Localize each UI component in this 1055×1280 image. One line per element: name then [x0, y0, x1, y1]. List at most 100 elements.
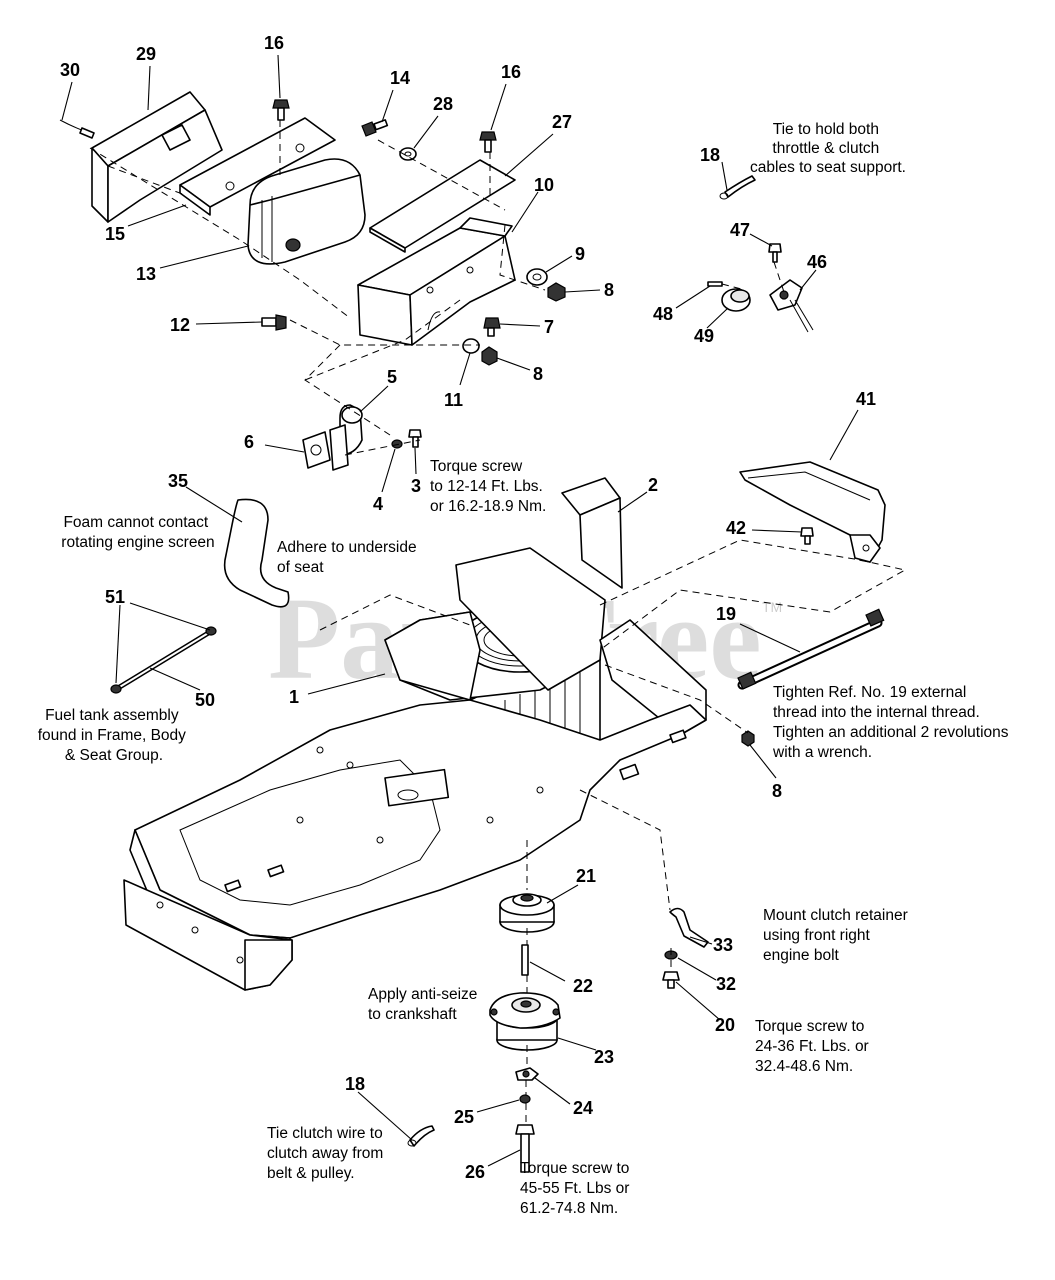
notes: Tie to hold both throttle & clutch cable… — [38, 121, 1013, 1217]
belt-guard-41 — [739, 461, 886, 563]
nut-8-right — [741, 730, 755, 747]
seat-foam-35 — [223, 498, 290, 608]
callout-18-b: 18 — [345, 1074, 365, 1094]
note-tie-clutch-wire: Tie clutch wire to clutch away from belt… — [267, 1125, 388, 1182]
callout-12: 12 — [170, 315, 190, 335]
callout-32: 32 — [716, 974, 736, 994]
callout-24: 24 — [573, 1098, 593, 1118]
bolt-26 — [515, 1124, 535, 1173]
callout-30: 30 — [60, 60, 80, 80]
gasket-6 — [302, 431, 331, 469]
note-fuel-tank: Fuel tank assembly found in Frame, Body … — [38, 707, 191, 764]
muffler-bracket-15 — [179, 117, 336, 216]
callout-20: 20 — [715, 1015, 735, 1035]
fuel-line-50 — [110, 626, 217, 694]
pulley-21 — [499, 893, 555, 933]
callout-42: 42 — [726, 518, 746, 538]
chassis-frame — [123, 547, 707, 991]
callout-19: 19 — [716, 604, 736, 624]
callout-26: 26 — [465, 1162, 485, 1182]
callout-1: 1 — [289, 687, 299, 707]
callout-2: 2 — [648, 475, 658, 495]
callout-8-b: 8 — [533, 364, 543, 384]
callout-9: 9 — [575, 244, 585, 264]
leader-lines — [61, 54, 859, 1167]
callout-18-a: 18 — [700, 145, 720, 165]
callout-33: 33 — [713, 935, 733, 955]
callout-14: 14 — [390, 68, 410, 88]
shield-2 — [561, 477, 623, 589]
note-torque-exhaust: Torque screw to 12-14 Ft. Lbs. or 16.2-1… — [430, 458, 547, 515]
heat-shield-29 — [91, 91, 223, 223]
callout-22: 22 — [573, 976, 593, 996]
key-22 — [521, 944, 529, 976]
callout-8-a: 8 — [604, 280, 614, 300]
lockwasher-4 — [391, 439, 403, 449]
callout-7: 7 — [544, 317, 554, 337]
lockwasher-25 — [519, 1094, 531, 1104]
screw-14 — [361, 119, 389, 137]
callout-51: 51 — [105, 587, 125, 607]
clamp-46 — [769, 279, 814, 333]
nut-8-mid — [481, 346, 498, 366]
note-foam: Foam cannot contact rotating engine scre… — [61, 514, 214, 551]
note-tighten-19: Tighten Ref. No. 19 external thread into… — [772, 684, 1013, 761]
callout-29: 29 — [136, 44, 156, 64]
callout-46: 46 — [807, 252, 827, 272]
spacer-11 — [462, 338, 480, 354]
nut-8-top — [547, 282, 566, 302]
assembly-lines — [89, 120, 907, 1125]
callout-numbers: 30 29 16 14 28 16 27 15 10 13 9 8 12 7 8… — [60, 33, 876, 1182]
cable-tie-18-bottom — [407, 1125, 435, 1147]
washer-24 — [515, 1067, 539, 1081]
note-adhere: Adhere to underside of seat — [277, 539, 421, 576]
screw-7 — [483, 317, 501, 337]
watermark-tm: TM — [762, 599, 782, 615]
wire-30 — [59, 119, 95, 139]
muffler-13 — [247, 158, 366, 265]
screw-16-right — [479, 131, 497, 153]
clutch-retainer-33 — [669, 907, 709, 948]
callout-4: 4 — [373, 494, 383, 514]
pin-48 — [707, 281, 723, 287]
washer-28 — [399, 147, 417, 161]
callout-3: 3 — [411, 476, 421, 496]
screw-47 — [768, 243, 782, 263]
callout-8-c: 8 — [772, 781, 782, 801]
note-clutch-retainer: Mount clutch retainer using front right … — [763, 907, 912, 964]
cable-tie-18-top — [719, 175, 756, 200]
spacer-9 — [526, 268, 548, 286]
callout-23: 23 — [594, 1047, 614, 1067]
callout-16-b: 16 — [501, 62, 521, 82]
note-torque-20: Torque screw to 24-36 Ft. Lbs. or 32.4-4… — [755, 1018, 873, 1075]
screw-16-left — [272, 99, 290, 121]
callout-5: 5 — [387, 367, 397, 387]
callout-28: 28 — [433, 94, 453, 114]
callout-47: 47 — [730, 220, 750, 240]
callout-41: 41 — [856, 389, 876, 409]
note-torque-26: Torque screw to 45-55 Ft. Lbs or 61.2-74… — [520, 1160, 634, 1217]
heat-shield-plate-27 — [369, 159, 516, 253]
screw-3 — [408, 429, 422, 448]
tube-19 — [737, 608, 885, 690]
callout-15: 15 — [105, 224, 125, 244]
screw-42 — [800, 527, 814, 545]
note-tie-cables: Tie to hold both throttle & clutch cable… — [750, 121, 906, 176]
callout-6: 6 — [244, 432, 254, 452]
clutch-23 — [489, 992, 561, 1051]
callout-21: 21 — [576, 866, 596, 886]
callout-35: 35 — [168, 471, 188, 491]
screw-20 — [662, 971, 680, 989]
callout-25: 25 — [454, 1107, 474, 1127]
callout-48: 48 — [653, 304, 673, 324]
callout-27: 27 — [552, 112, 572, 132]
callout-50: 50 — [195, 690, 215, 710]
note-anti-seize: Apply anti-seize to crankshaft — [368, 986, 482, 1023]
callout-13: 13 — [136, 264, 156, 284]
callout-49: 49 — [694, 326, 714, 346]
knob-49 — [721, 288, 751, 312]
callout-10: 10 — [534, 175, 554, 195]
exhaust-elbow-5 — [329, 404, 363, 471]
screw-12 — [261, 314, 287, 331]
